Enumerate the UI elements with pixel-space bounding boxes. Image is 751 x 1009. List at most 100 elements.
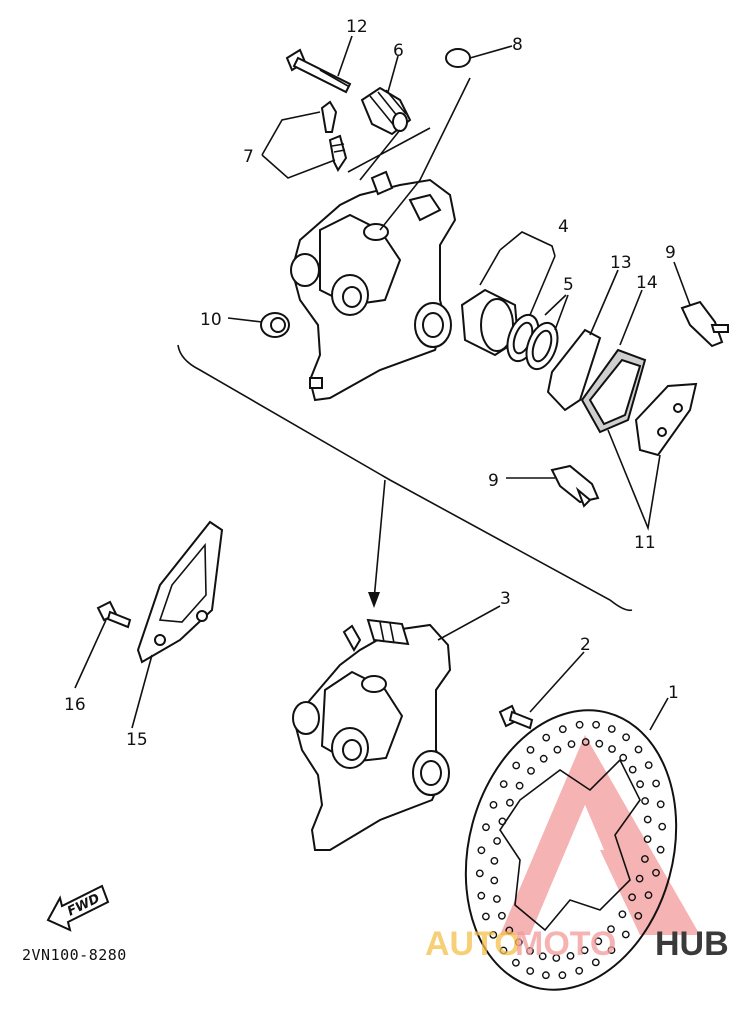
part-7-bleeder bbox=[320, 100, 348, 172]
disc-hole bbox=[581, 738, 590, 746]
watermark-auto: AUTO bbox=[425, 925, 521, 963]
disc-hole bbox=[505, 926, 514, 935]
disc-hole bbox=[636, 780, 644, 789]
disc-hole bbox=[575, 966, 584, 975]
disc-hole bbox=[526, 947, 534, 955]
part-11-pad bbox=[634, 382, 698, 457]
disc-hole bbox=[499, 780, 508, 788]
callout-10: 10 bbox=[200, 310, 222, 330]
caliper-body-exploded bbox=[290, 170, 457, 402]
callout-12: 12 bbox=[346, 17, 368, 37]
callout-5: 5 bbox=[563, 275, 574, 295]
disc-hole bbox=[477, 846, 486, 855]
assembly-arrow bbox=[368, 479, 386, 608]
callout-16: 16 bbox=[64, 695, 86, 715]
disc-hole bbox=[558, 971, 567, 980]
disc-hole bbox=[481, 912, 490, 921]
part-8-cap bbox=[445, 48, 471, 68]
watermark-text: AUTO MOTO HUB bbox=[425, 925, 729, 963]
disc-hole bbox=[553, 745, 562, 754]
disc-hole bbox=[592, 720, 600, 729]
disc-hole bbox=[641, 797, 649, 805]
part-16-screw bbox=[96, 600, 132, 629]
disc-hole bbox=[656, 845, 665, 854]
callout-8: 8 bbox=[512, 35, 523, 55]
disc-hole bbox=[542, 971, 550, 980]
disc-hole bbox=[656, 800, 665, 809]
disc-hole bbox=[607, 925, 615, 933]
callout-1: 1 bbox=[668, 683, 679, 703]
callout-14: 14 bbox=[636, 273, 658, 293]
disc-hole bbox=[526, 746, 535, 754]
part-10-grommet bbox=[260, 312, 290, 338]
disc-hole bbox=[594, 937, 603, 946]
part-13-shim bbox=[546, 328, 602, 412]
disc-vent-holes bbox=[475, 720, 667, 980]
disc-hole bbox=[591, 958, 600, 967]
callout-3: 3 bbox=[500, 589, 511, 609]
disc-hole bbox=[643, 835, 652, 843]
disc-hole bbox=[526, 967, 535, 975]
disc-hole bbox=[539, 754, 548, 763]
assembly-boundary-line bbox=[177, 344, 633, 612]
callout-11: 11 bbox=[634, 533, 656, 553]
disc-hole bbox=[619, 753, 628, 762]
part-6-pin-boot bbox=[360, 86, 412, 136]
part-15-plate bbox=[136, 520, 224, 664]
disc-hole bbox=[538, 952, 547, 961]
leader-lines bbox=[74, 35, 691, 731]
disc-hole bbox=[635, 874, 644, 883]
diagram-code: 2VN100-8280 bbox=[22, 946, 127, 964]
part-14-pad bbox=[580, 348, 647, 434]
part-12-bolt bbox=[285, 48, 352, 94]
disc-hole bbox=[575, 720, 584, 729]
callout-9-lower: 9 bbox=[488, 471, 499, 491]
disc-hole bbox=[489, 801, 498, 809]
disc-hole bbox=[542, 733, 551, 742]
disc-hole bbox=[514, 938, 523, 947]
watermark-logo bbox=[500, 735, 700, 935]
disc-hole bbox=[497, 911, 506, 920]
disc-hole bbox=[622, 733, 630, 742]
part-1-brake-disc bbox=[464, 709, 678, 991]
disc-hole bbox=[475, 869, 484, 878]
disc-hole bbox=[490, 876, 499, 885]
disc-hole bbox=[641, 855, 649, 863]
disc-hole bbox=[490, 857, 499, 865]
disc-hole bbox=[505, 798, 514, 807]
disc-hole bbox=[644, 891, 653, 899]
callout-4: 4 bbox=[558, 217, 569, 237]
disc-hole bbox=[628, 765, 637, 774]
part-9-clip-upper bbox=[680, 300, 729, 348]
callout-9-upper: 9 bbox=[665, 243, 676, 263]
disc-hole bbox=[652, 779, 660, 788]
callout-2: 2 bbox=[580, 635, 591, 655]
disc-hole bbox=[652, 868, 660, 877]
disc-hole bbox=[566, 952, 575, 960]
disc-hole bbox=[644, 761, 653, 769]
watermark-moto: MOTO bbox=[515, 925, 616, 963]
callout-13: 13 bbox=[610, 253, 632, 273]
disc-hole bbox=[643, 815, 652, 824]
disc-hole bbox=[567, 740, 576, 748]
callout-labels: 12 6 8 7 10 4 5 13 14 9 9 11 3 2 1 16 15 bbox=[64, 17, 679, 750]
part-9-clip-lower bbox=[550, 464, 600, 508]
disc-hole bbox=[658, 822, 667, 831]
fwd-direction-icon: FWD bbox=[46, 884, 110, 932]
disc-hole bbox=[618, 910, 627, 919]
disc-hole bbox=[493, 837, 501, 845]
disc-hole bbox=[634, 912, 643, 920]
disc-hole bbox=[477, 891, 486, 900]
disc-hole bbox=[499, 946, 508, 955]
disc-hole bbox=[608, 745, 616, 753]
callout-15: 15 bbox=[126, 730, 148, 750]
disc-hole bbox=[498, 817, 507, 826]
part-2-disc-bolt bbox=[498, 704, 534, 730]
disc-hole bbox=[527, 767, 535, 775]
disc-hole bbox=[628, 893, 636, 902]
part-3-caliper-assembly bbox=[292, 618, 452, 851]
disc-hole bbox=[634, 745, 643, 754]
disc-hole bbox=[552, 954, 561, 962]
